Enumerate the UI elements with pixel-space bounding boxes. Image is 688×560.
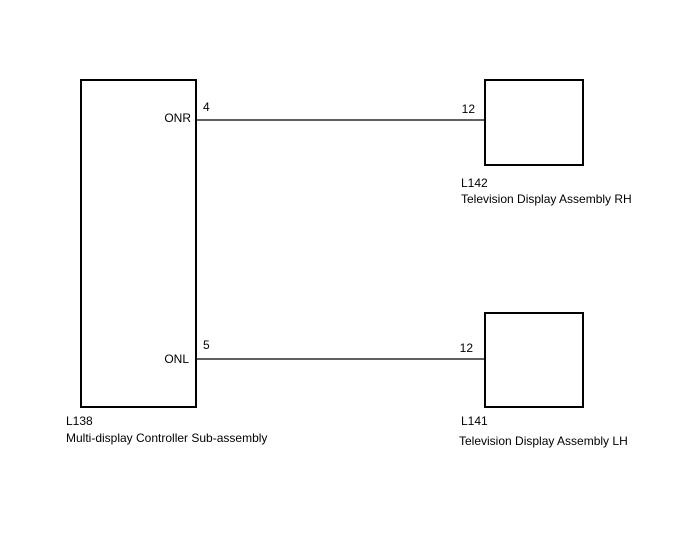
- controller-pin-onl-label: ONL: [164, 352, 189, 366]
- display-lh-pin-number: 12: [460, 341, 474, 355]
- controller-pin-onl-number: 5: [203, 338, 210, 352]
- controller-box: [80, 79, 197, 408]
- controller-name: Multi-display Controller Sub-assembly: [66, 431, 267, 445]
- controller-code: L138: [66, 414, 93, 428]
- display-rh-code: L142: [461, 176, 488, 190]
- display-rh-box: [484, 79, 584, 166]
- controller-pin-onr-number: 4: [203, 100, 210, 114]
- controller-pin-onr-label: ONR: [164, 111, 191, 125]
- display-lh-code: L141: [461, 414, 488, 428]
- display-rh-name: Television Display Assembly RH: [461, 192, 632, 206]
- display-lh-name: Television Display Assembly LH: [459, 434, 628, 448]
- display-rh-pin-number: 12: [462, 102, 476, 116]
- display-lh-box: [484, 312, 584, 408]
